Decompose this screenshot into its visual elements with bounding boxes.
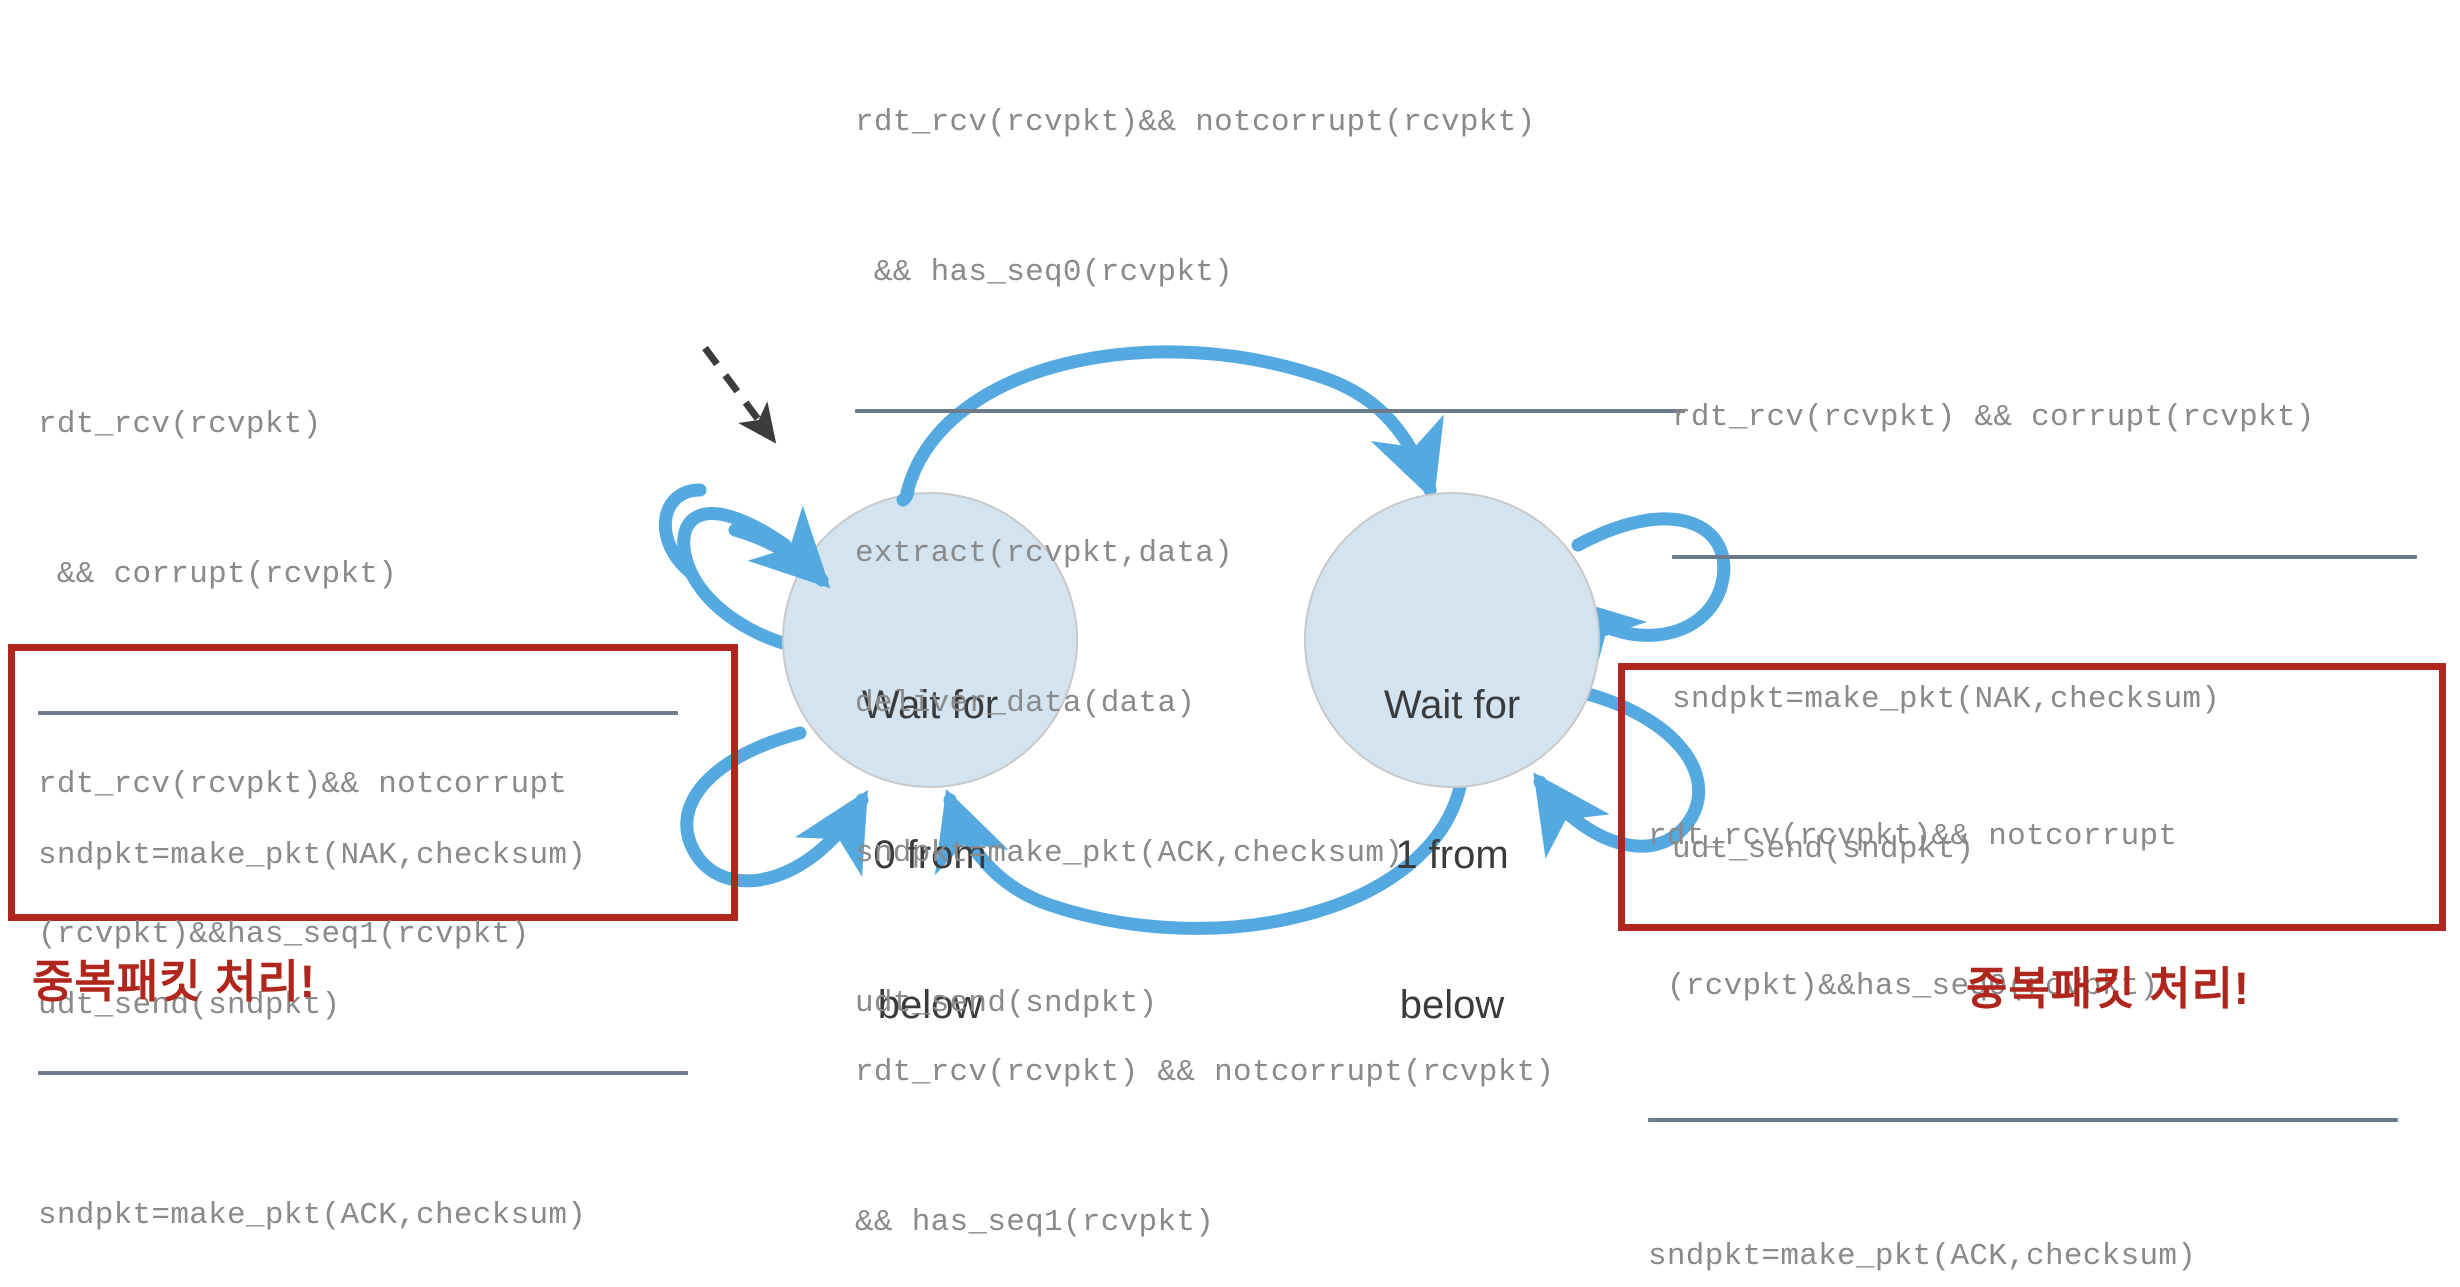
state-label-wait-1-line2: 1 from: [1395, 833, 1509, 877]
top-condition-line-2: && has_seq0(rcvpkt): [855, 255, 1234, 290]
state-label-wait-1-line1: Wait for: [1383, 683, 1521, 727]
top-action-line-2: deliver_data(data): [855, 686, 1196, 721]
transition-label-right-duplicate: rdt_rcv(rcvpkt)&& notcorrupt (rcvpkt)&&h…: [1648, 712, 2428, 1287]
annotation-note-right: 중복패킷 처리!: [1966, 963, 2250, 1014]
left-top-action-line-2: udt_send(sndpkt): [38, 988, 341, 1023]
left-top-condition-line-2: && corrupt(rcvpkt): [38, 557, 398, 592]
state-label-wait-0-line3: below: [877, 983, 983, 1027]
right-top-action-line-1: sndpkt=make_pkt(NAK,checksum): [1672, 682, 2221, 717]
left-top-condition-line-1: rdt_rcv(rcvpkt): [38, 407, 322, 442]
transition-label-left-duplicate: rdt_rcv(rcvpkt)&& notcorrupt (rcvpkt)&&h…: [38, 660, 718, 1287]
right-top-condition-line-1: rdt_rcv(rcvpkt) && corrupt(rcvpkt): [1672, 400, 2315, 435]
right-top-divider: [1672, 555, 2417, 559]
state-label-wait-0-line1: Wait for: [861, 683, 999, 727]
bottom-condition-line-2: && has_seq1(rcvpkt): [855, 1205, 1215, 1240]
left-top-action-line-1: sndpkt=make_pkt(NAK,checksum): [38, 838, 587, 873]
self-loop-left-upper-head: [728, 505, 831, 589]
right-box-action-line-1: sndpkt=make_pkt(ACK,checksum): [1648, 1239, 2197, 1274]
top-action-line-1: extract(rcvpkt,data): [855, 536, 1234, 571]
left-box-divider: [38, 1071, 688, 1075]
top-action-line-4: udt_send(sndpkt): [855, 986, 1158, 1021]
top-action-line-3: sndpkt=make_pkt(ACK,checksum): [855, 836, 1404, 871]
state-label-wait-0-line2: 0 from: [873, 833, 987, 877]
annotation-box-right: [1618, 663, 2446, 931]
annotation-note-left: 중복패킷 처리!: [32, 956, 316, 1007]
transition-label-bottom: rdt_rcv(rcvpkt) && notcorrupt(rcvpkt) &&…: [855, 948, 1685, 1287]
left-box-condition-line-1: rdt_rcv(rcvpkt)&& notcorrupt: [38, 767, 568, 802]
right-box-condition-line-1: rdt_rcv(rcvpkt)&& notcorrupt: [1648, 819, 2178, 854]
transition-label-top: rdt_rcv(rcvpkt)&& notcorrupt(rcvpkt) && …: [855, 0, 1685, 1129]
annotation-box-left: [8, 644, 738, 921]
state-label-wait-1: Wait for 1 from below: [1332, 580, 1572, 1130]
transition-label-right-corrupt: rdt_rcv(rcvpkt) && corrupt(rcvpkt) sndpk…: [1672, 293, 2460, 975]
top-condition-line-1: rdt_rcv(rcvpkt)&& notcorrupt(rcvpkt): [855, 105, 1536, 140]
state-label-wait-1-line3: below: [1399, 983, 1505, 1027]
initial-state-arrow: [702, 345, 777, 444]
left-box-action-line-1: sndpkt=make_pkt(ACK,checksum): [38, 1198, 587, 1233]
left-box-condition-line-2: (rcvpkt)&&has_seq1(rcvpkt): [38, 917, 530, 952]
right-top-action-line-2: udt_send(sndpkt): [1672, 832, 1975, 867]
top-divider: [855, 409, 1685, 413]
transition-label-left-corrupt: rdt_rcv(rcvpkt) && corrupt(rcvpkt) sndpk…: [38, 300, 698, 1131]
bottom-condition-line-1: rdt_rcv(rcvpkt) && notcorrupt(rcvpkt): [855, 1055, 1555, 1090]
left-top-divider: [38, 711, 678, 715]
right-box-condition-line-2: (rcvpkt)&&has_seq0(rcvpkt): [1648, 969, 2159, 1004]
state-label-wait-0: Wait for 0 from below: [810, 580, 1050, 1130]
right-box-divider: [1648, 1118, 2398, 1122]
